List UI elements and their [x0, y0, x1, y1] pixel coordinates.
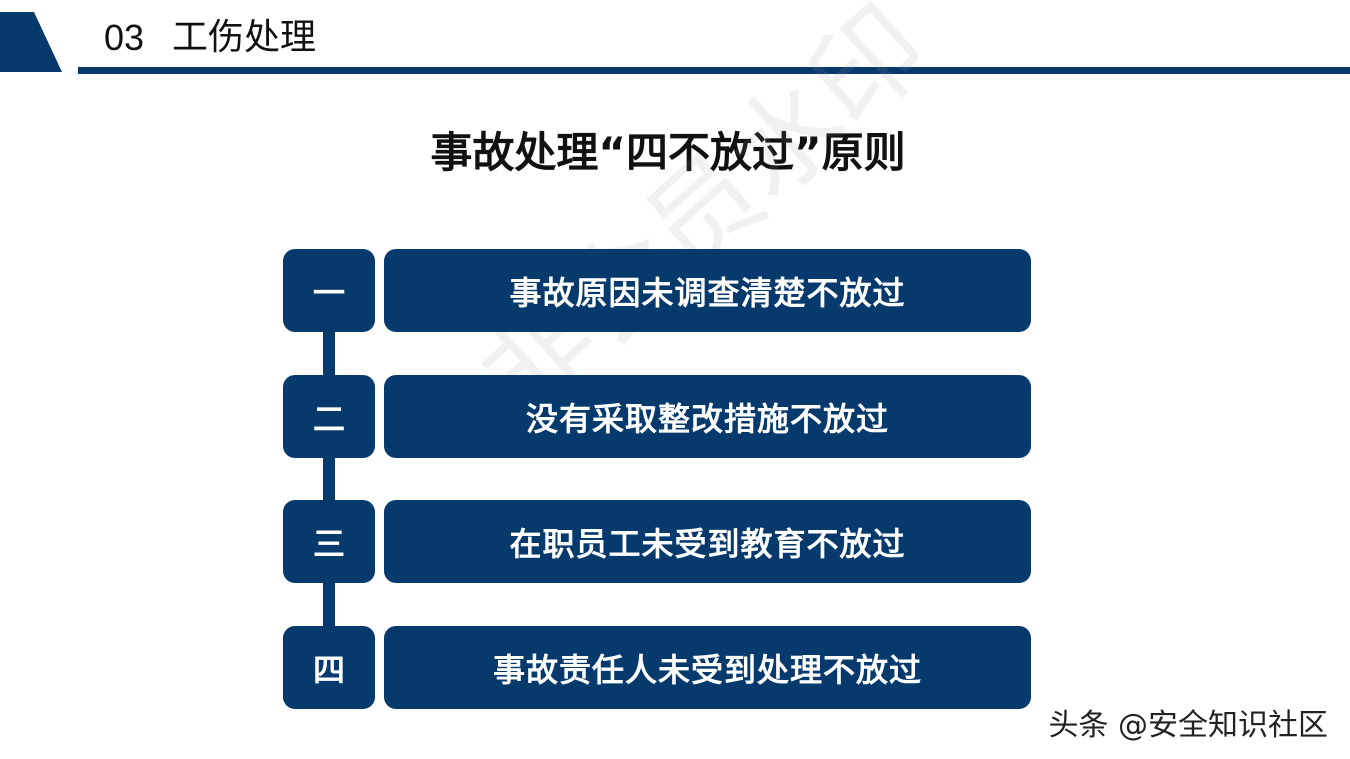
- section-title: 工伤处理: [172, 17, 317, 58]
- principle-index-3: 三: [283, 500, 375, 583]
- source-credit: 头条 @安全知识社区: [1048, 708, 1328, 743]
- principle-index-1: 一: [283, 249, 375, 332]
- principle-index-2: 二: [283, 375, 375, 458]
- timeline-connector: [323, 320, 335, 640]
- principle-item-4: 事故责任人未受到处理不放过: [384, 626, 1031, 709]
- page-title: 事故处理“四不放过”原则: [430, 128, 906, 177]
- header-corner-accent: [0, 12, 62, 72]
- header-divider: [78, 67, 1350, 74]
- principle-item-3: 在职员工未受到教育不放过: [384, 500, 1031, 583]
- principle-item-1: 事故原因未调查清楚不放过: [384, 249, 1031, 332]
- principle-item-2: 没有采取整改措施不放过: [384, 375, 1031, 458]
- principle-index-4: 四: [283, 626, 375, 709]
- section-number: 03: [104, 17, 145, 58]
